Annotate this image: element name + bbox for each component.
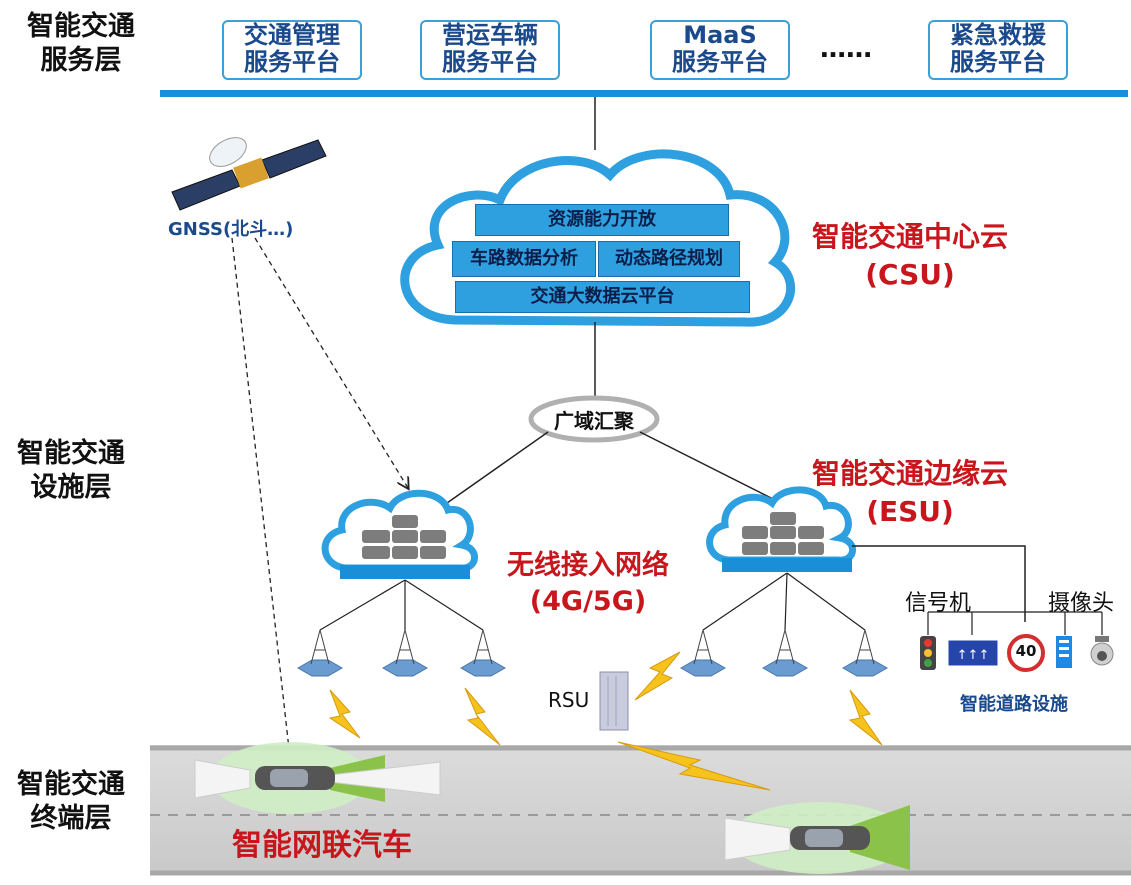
traffic-light-icon (920, 636, 936, 670)
satellite-icon (171, 137, 327, 211)
road-facilities-label: 智能道路设施 (960, 694, 1068, 715)
csu-cloud-shape (400, 149, 796, 327)
vehicle-right-icon (724, 802, 910, 874)
cloud-box-road-data-analysis: 车路数据分析 (452, 241, 596, 277)
layer-label-terminal: 智能交通 终端层 (17, 769, 125, 834)
speed-limit-sign-icon (1007, 634, 1045, 672)
platform-operating-vehicles: 营运车辆 服务平台 (420, 20, 560, 80)
speed-limit-value: 40 (1015, 642, 1037, 660)
lightning-icons (328, 651, 883, 791)
layer-label-facility: 智能交通 设施层 (17, 438, 125, 503)
esu-cloud-shape (706, 486, 856, 572)
wireless-tower-links (319, 579, 484, 631)
service-bus-line (160, 90, 1128, 97)
camera-label: 摄像头 (1048, 591, 1115, 616)
platform-emergency-rescue: 紧急救援 服务平台 (928, 20, 1068, 80)
signal-label: 信号机 (905, 591, 972, 616)
rsu-device-icon (599, 671, 629, 731)
esu-label: 智能交通边缘云 (ESU) (811, 457, 1008, 528)
cloud-box-resource-open: 资源能力开放 (475, 204, 729, 236)
vehicle-left-icon (194, 742, 441, 814)
info-sign-icon (1056, 636, 1072, 668)
cloud-box-dynamic-routing: 动态路径规划 (598, 241, 740, 277)
cloud-box-big-data-platform: 交通大数据云平台 (455, 281, 750, 313)
platform-maas: MaaS 服务平台 (650, 20, 790, 80)
csu-label: 智能交通中心云 (CSU) (811, 220, 1008, 291)
camera-icon (1090, 636, 1114, 666)
svg-text:↑↑↑: ↑↑↑ (957, 648, 990, 663)
esu-tower-links (702, 572, 866, 631)
lane-sign-icon: ↑↑↑ (947, 639, 999, 667)
link-to-esu-cloud (639, 431, 786, 506)
aggregation-ellipse (528, 395, 660, 443)
gnss-to-vehicle-arrow (231, 237, 290, 758)
wireless-cloud-shape (321, 489, 478, 579)
wireless-label: 无线接入网络 (4G/5G) (507, 550, 669, 617)
vehicle-label: 智能网联汽车 (232, 828, 412, 863)
platform-traffic-management: 交通管理 服务平台 (222, 20, 362, 80)
gnss-to-wireless-arrow (254, 237, 408, 488)
link-to-wireless-cloud (429, 431, 549, 516)
aggregation-label: 广域汇聚 (554, 409, 634, 433)
esu-to-facilities-line (852, 545, 1026, 622)
layer-label-service: 智能交通 服务层 (27, 11, 135, 76)
platform-ellipsis: …… (820, 34, 872, 64)
tower-icons (296, 629, 889, 677)
gnss-label: GNSS(北斗…) (168, 219, 294, 240)
rsu-label: RSU (548, 688, 590, 712)
